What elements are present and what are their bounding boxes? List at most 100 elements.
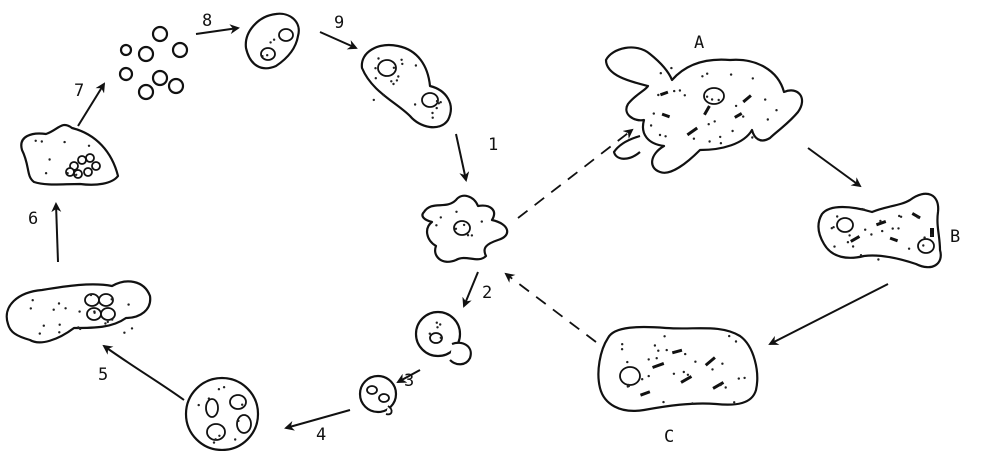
stipple-dot — [693, 138, 695, 140]
stipple-dot — [930, 234, 932, 236]
stipple-dot — [78, 310, 80, 312]
stipple-dot — [847, 241, 849, 243]
stipple-dot — [831, 227, 833, 229]
stipple-dot — [684, 353, 686, 355]
stipple-dot — [436, 100, 438, 102]
stipple-dot — [467, 234, 469, 236]
stipple-dot — [269, 41, 271, 43]
stipple-dot — [621, 348, 623, 350]
stipple-dot — [751, 136, 753, 138]
cell-B — [818, 194, 940, 267]
cell-stage-4 — [186, 378, 258, 450]
stipple-dot — [48, 158, 50, 160]
stipple-dot — [436, 326, 438, 328]
stipple-dot — [127, 303, 129, 305]
stipple-dot — [66, 172, 68, 174]
stipple-dot — [656, 357, 658, 359]
label-A: A — [694, 33, 704, 53]
stipple-dot — [881, 230, 883, 232]
stipple-dot — [481, 220, 483, 222]
stipple-dot — [650, 124, 652, 126]
stipple-dot — [436, 322, 438, 324]
stipple-dot — [208, 397, 210, 399]
cell-stage-3 — [360, 376, 396, 414]
stipple-dot — [393, 67, 395, 69]
stipple-dot — [663, 335, 665, 337]
stipple-dot — [706, 96, 708, 98]
dashed-arrow-C-to-1 — [506, 274, 596, 342]
stipple-dot — [735, 340, 737, 342]
stipple-dot — [400, 59, 402, 61]
stipple-dot — [440, 216, 442, 218]
stipple-dot — [392, 83, 394, 85]
label-8: 8 — [202, 11, 212, 31]
label-3: 3 — [404, 371, 414, 391]
stipple-dot — [833, 245, 835, 247]
stipple-dot — [111, 318, 113, 320]
cell-stage-7-progeny — [120, 27, 187, 99]
stipple-dot — [679, 89, 681, 91]
stipple-dot — [266, 54, 268, 56]
stipple-dot — [719, 384, 721, 386]
stipple-dot — [241, 404, 243, 406]
stipple-dot — [455, 228, 457, 230]
stipple-dot — [58, 302, 60, 304]
cell-stage-8 — [246, 14, 299, 69]
stipple-dot — [892, 227, 894, 229]
stipple-dot — [79, 328, 81, 330]
stipple-dot — [657, 94, 659, 96]
stipple-dot — [720, 142, 722, 144]
stipple-dot — [440, 337, 442, 339]
stipple-dot — [431, 112, 433, 114]
stipple-dot — [435, 224, 437, 226]
arrow-2 — [464, 272, 478, 306]
stipple-dot — [88, 145, 90, 147]
stipple-dot — [261, 55, 263, 57]
stipple-dot — [683, 371, 685, 373]
stipple-dot — [401, 63, 403, 65]
stipple-dot — [218, 388, 220, 390]
stipple-dot — [214, 438, 216, 440]
stipple-dot — [917, 216, 919, 218]
stipple-dot — [714, 120, 716, 122]
cell-A — [606, 47, 802, 172]
stipple-dot — [733, 401, 735, 403]
stipple-dot — [626, 361, 628, 363]
label-B: B — [950, 227, 960, 247]
stipple-dot — [664, 135, 666, 137]
stipple-dot — [123, 332, 125, 334]
stipple-dot — [32, 299, 34, 301]
stipple-dot — [742, 115, 744, 117]
stipple-dot — [111, 298, 113, 300]
stipple-dot — [432, 117, 434, 119]
arrow-1 — [456, 134, 466, 180]
stipple-dot — [30, 307, 32, 309]
stipple-dot — [767, 118, 769, 120]
stipple-dot — [374, 67, 376, 69]
stipple-dot — [223, 386, 225, 388]
stipple-dot — [673, 373, 675, 375]
stipple-dot — [764, 98, 766, 100]
stipple-dot — [908, 248, 910, 250]
stipple-dot — [922, 244, 924, 246]
stipple-dot — [64, 307, 66, 309]
stipple-dot — [107, 321, 109, 323]
stipple-dot — [439, 323, 441, 325]
stipple-dot — [752, 77, 754, 79]
stipple-dot — [719, 136, 721, 138]
stipple-dot — [621, 343, 623, 345]
stipple-dot — [657, 350, 659, 352]
stipple-dot — [648, 358, 650, 360]
stipple-dot — [390, 80, 392, 82]
cell-C — [598, 327, 757, 411]
stipple-dot — [738, 377, 740, 379]
stipple-dot — [701, 75, 703, 77]
stipple-dot — [660, 72, 662, 74]
stipple-dot — [728, 335, 730, 337]
stipple-dot — [897, 227, 899, 229]
stipple-dot — [59, 324, 61, 326]
stipple-dot — [711, 368, 713, 370]
stipple-dot — [39, 332, 41, 334]
cell-stage-2 — [416, 312, 471, 364]
